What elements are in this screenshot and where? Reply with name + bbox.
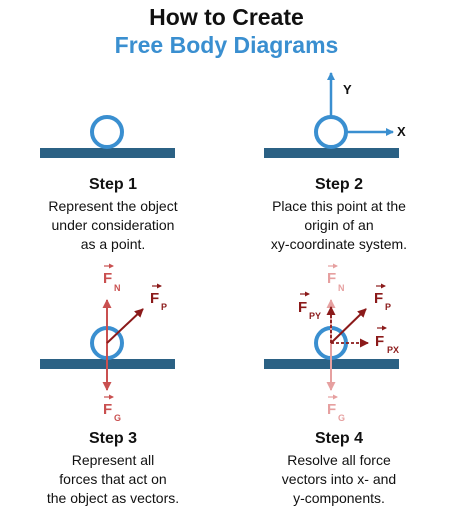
step-4-heading: Step 4 — [314, 430, 363, 447]
force-letter: F — [327, 270, 336, 287]
step-1-caption: Step 1 Represent the object under consid… — [0, 176, 226, 254]
force-letter: F — [298, 299, 307, 316]
step-2-heading: Step 2 — [314, 176, 363, 193]
applied-force-label-4: F P — [374, 283, 391, 312]
step-4-line-3: y-components. — [293, 490, 385, 506]
force-subscript: N — [338, 283, 345, 293]
applied-force-arrow-4 — [330, 308, 367, 344]
panel-2-diagram: Y X — [264, 72, 406, 158]
gravity-force-label-3: F G — [103, 394, 121, 423]
force-letter: F — [375, 333, 384, 350]
step-3-caption: Step 3 Represent all forces that act on … — [0, 430, 226, 508]
step-1-line-2: under consideration — [51, 217, 175, 233]
surface-1 — [40, 148, 175, 158]
force-letter: F — [327, 401, 336, 418]
force-subscript: G — [114, 413, 121, 423]
x-axis-label: X — [397, 124, 406, 139]
step-1-line-3: as a point. — [80, 236, 146, 252]
force-subscript: P — [161, 302, 167, 312]
step-4-line-2: vectors into x- and — [281, 471, 397, 487]
panel-3-diagram: F N F G F P — [40, 263, 175, 423]
force-letter: F — [374, 290, 383, 307]
step-4-caption: Step 4 Resolve all force vectors into x-… — [226, 430, 452, 508]
force-subscript: PX — [387, 345, 399, 355]
force-subscript: PY — [309, 311, 321, 321]
step-2-line-3: xy-coordinate system. — [270, 236, 408, 252]
step-2-line-2: origin of an — [304, 217, 374, 233]
step-4-line-1: Resolve all force — [287, 452, 391, 468]
object-point-2 — [314, 115, 348, 149]
force-letter: F — [150, 290, 159, 307]
applied-force-arrow-3 — [106, 308, 144, 344]
gravity-force-label-4: F G — [327, 394, 345, 423]
normal-force-label-3: F N — [103, 263, 121, 293]
step-2-caption: Step 2 Place this point at the origin of… — [226, 176, 452, 254]
force-subscript: N — [114, 283, 121, 293]
step-1-heading: Step 1 — [88, 176, 137, 193]
title-line-2: Free Body Diagrams — [114, 32, 339, 58]
force-subscript: G — [338, 413, 345, 423]
panel-4-diagram: F N F G F P F PY F PX — [264, 263, 399, 423]
force-subscript: P — [385, 302, 391, 312]
step-3-heading: Step 3 — [88, 430, 137, 447]
step-1-line-1: Represent the object — [48, 198, 178, 214]
step-3-line-2: forces that act on — [59, 471, 167, 487]
step-3-line-1: Represent all — [71, 452, 155, 468]
force-letter: F — [103, 401, 112, 418]
surface-2 — [264, 148, 399, 158]
step-2-line-1: Place this point at the — [272, 198, 406, 214]
applied-x-component-label: F PX — [375, 325, 399, 355]
normal-force-label-4: F N — [327, 263, 345, 293]
title-line-1: How to Create — [149, 4, 304, 30]
step-3-line-3: the object as vectors. — [46, 490, 180, 506]
object-point-1 — [90, 115, 124, 149]
force-letter: F — [103, 270, 112, 287]
applied-y-component-label: F PY — [298, 291, 321, 321]
y-axis-label: Y — [343, 82, 352, 97]
applied-force-label-3: F P — [150, 283, 167, 312]
panel-1-diagram — [40, 115, 175, 158]
